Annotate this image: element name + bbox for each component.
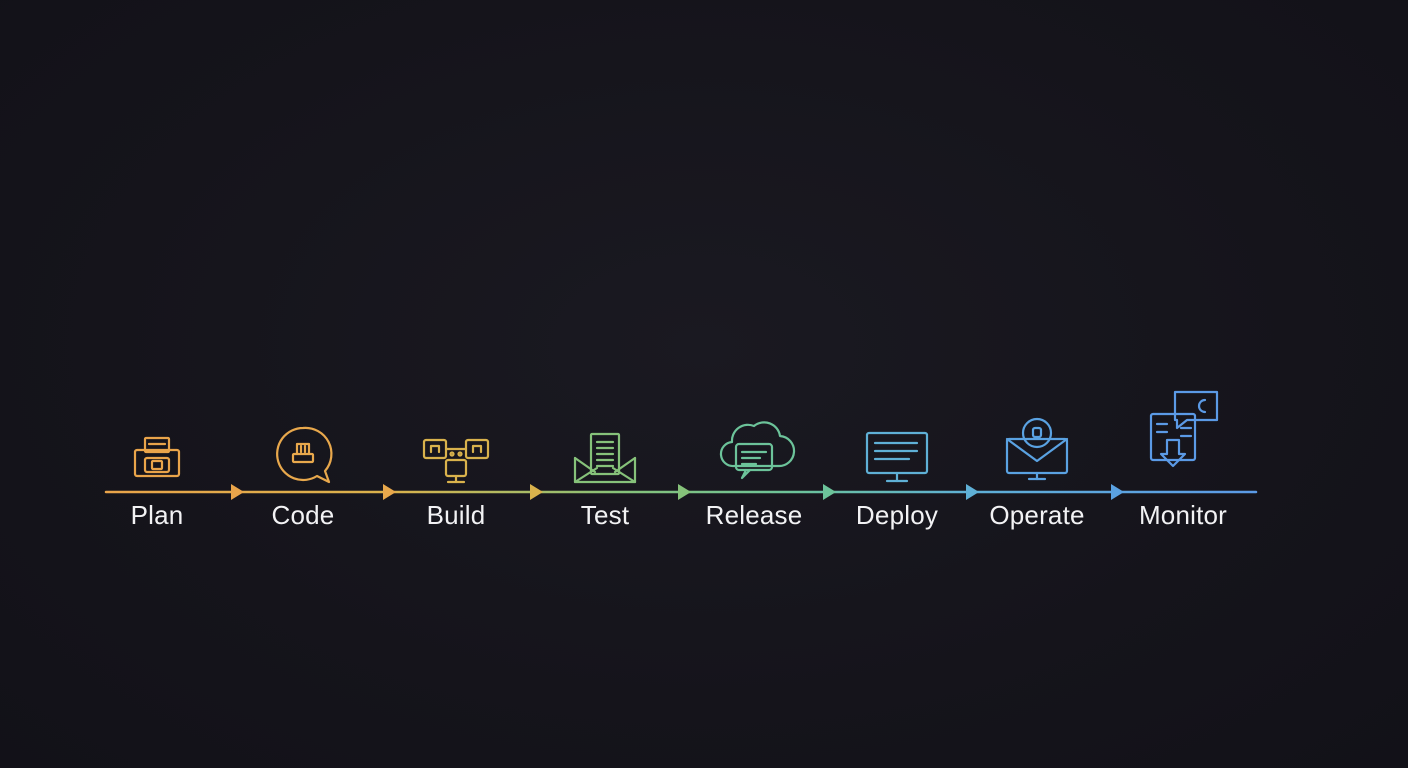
stage-label-release: Release	[705, 500, 803, 530]
stage-label-plan: Plan	[130, 500, 184, 530]
stage-label-test: Test	[580, 500, 630, 530]
printer-icon	[119, 428, 195, 504]
stage-label-monitor: Monitor	[1138, 500, 1228, 530]
flow-arrow	[231, 484, 244, 500]
flow-arrow	[823, 484, 836, 500]
flow-arrow	[966, 484, 979, 500]
envelope-alert-icon	[999, 409, 1075, 485]
network-nodes-icon	[418, 428, 494, 504]
document-envelope-icon	[567, 428, 643, 504]
document-download-icon	[1145, 388, 1221, 468]
stage-label-build: Build	[426, 500, 486, 530]
chat-bubble-icon	[265, 420, 341, 496]
stage-label-operate: Operate	[989, 500, 1085, 530]
flow-arrow	[530, 484, 543, 500]
cloud-chat-icon	[716, 416, 796, 492]
stage-label-code: Code	[271, 500, 335, 530]
flow-arrow	[383, 484, 396, 500]
monitor-icon	[859, 423, 935, 499]
flow-arrow	[1111, 484, 1124, 500]
stage-label-deploy: Deploy	[855, 500, 939, 530]
flow-arrow	[678, 484, 691, 500]
